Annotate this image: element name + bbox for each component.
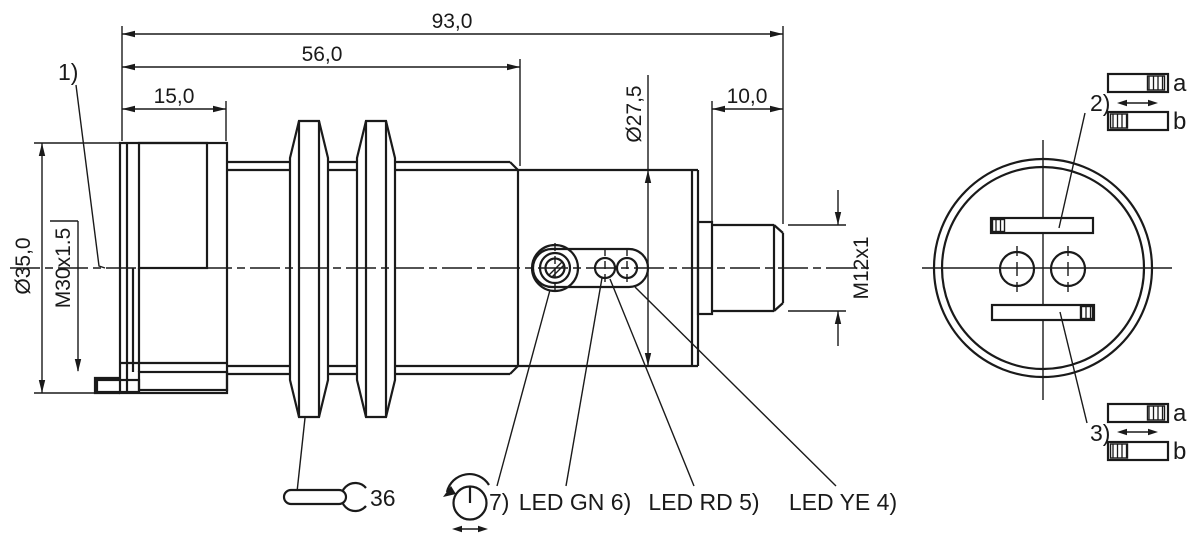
upper-slider-block[interactable] <box>991 218 1006 233</box>
section-hatch <box>137 370 229 392</box>
slider-legend-top: a b <box>1106 70 1187 135</box>
legend-block-b <box>1109 443 1129 459</box>
knurled-sleeve <box>137 141 209 270</box>
callout-led-red: LED RD 5) <box>648 489 759 515</box>
leader-lines <box>75 84 837 493</box>
rear-view: 2) 3) a b a b <box>922 70 1187 465</box>
callout-sensing-face: 1) <box>58 59 78 85</box>
side-view: 93,0 56,0 15,0 10,0 <box>10 10 897 533</box>
leader-upper-slider <box>1058 112 1086 229</box>
dimension-mounting-thread: M30x1.5 <box>50 220 82 372</box>
dim-head-diameter: Ø35,0 <box>12 237 35 294</box>
dim-connector-thread: M12x1 <box>850 236 873 299</box>
leader-lower-slider <box>1059 311 1088 424</box>
lower-slider-block[interactable] <box>1079 305 1094 320</box>
dim-overall-length: 93,0 <box>432 10 473 33</box>
dimension-body-length: 56,0 <box>122 43 520 71</box>
potentiometer-symbol <box>443 472 490 533</box>
dimension-overall-length: 93,0 <box>122 10 783 38</box>
legend-block-a <box>1146 405 1166 421</box>
dimension-head-length: 15,0 <box>122 85 226 113</box>
wrench-icon: 36 <box>282 481 396 513</box>
leader-wrench <box>296 417 306 493</box>
legend-label-a: a <box>1173 400 1187 427</box>
rear-led-right <box>1049 246 1087 292</box>
wrench-size-label: 36 <box>370 485 396 511</box>
rotate-arrow <box>445 472 490 493</box>
slider-legend-bottom: a b <box>1106 400 1187 465</box>
callout-lower-slider: 3) <box>1090 420 1110 446</box>
leader-led-yellow <box>634 286 837 487</box>
callout-led-green: LED GN 6) <box>519 489 631 515</box>
sensor-head <box>93 141 229 395</box>
legend-label-b: b <box>1173 108 1186 135</box>
legend-block-a <box>1146 75 1166 91</box>
dimension-connector-length: 10,0 <box>712 85 783 113</box>
lower-slider-slot[interactable] <box>990 303 1096 322</box>
hex-nut-2 <box>355 119 397 419</box>
leader-led-red <box>609 278 695 487</box>
callout-led-yellow: LED YE 4) <box>789 489 897 515</box>
callout-upper-slider: 2) <box>1090 90 1110 116</box>
dimension-head-diameter: Ø35,0 <box>12 143 46 393</box>
legend-label-a: a <box>1173 70 1187 97</box>
leader-led-green <box>565 277 603 487</box>
dim-connector-length: 10,0 <box>727 85 768 108</box>
leader-potentiometer <box>496 289 551 487</box>
callout-potentiometer: 7) <box>489 489 509 515</box>
callout-labels: 1) 7) LED GN 6) LED RD 5) LED YE 4) <box>58 59 897 515</box>
upper-slider-slot[interactable] <box>989 216 1095 235</box>
section-hatch-foot <box>95 378 141 394</box>
dimension-housing-diameter: Ø27,5 <box>623 75 652 366</box>
dim-body-length: 56,0 <box>302 43 343 66</box>
rear-led-left <box>998 246 1036 292</box>
dimension-connector-thread: M12x1 <box>834 190 873 346</box>
hex-nut-1 <box>288 119 330 419</box>
dim-head-length: 15,0 <box>154 85 195 108</box>
legend-block-b <box>1109 113 1129 129</box>
dim-mounting-thread: M30x1.5 <box>52 228 75 309</box>
legend-label-b: b <box>1173 438 1186 465</box>
leader-sensing-face <box>75 84 106 269</box>
dimensions: 93,0 56,0 15,0 10,0 <box>12 10 873 394</box>
dim-housing-diameter: Ø27,5 <box>623 85 646 142</box>
